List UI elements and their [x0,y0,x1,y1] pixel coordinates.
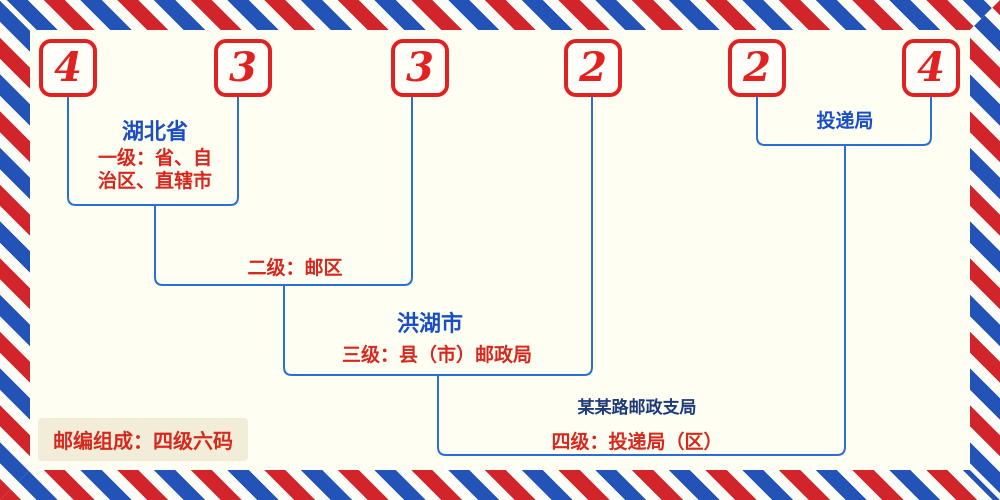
digit-6: 4 [917,44,945,91]
digit-box-6: 4 [902,39,960,97]
digit-5: 2 [743,44,771,91]
digit-1: 4 [54,44,82,91]
airmail-border-top [0,0,1000,30]
digit-box-5: 2 [728,39,786,97]
digit-box-1: 4 [39,39,97,97]
digit-box-4: 2 [564,39,622,97]
level4-branch-name: 某某路邮政支局 [577,398,697,418]
airmail-border-bottom [0,470,1000,500]
level3-label: 三级：县（市）邮政局 [341,344,533,366]
airmail-border-left [0,0,30,500]
digit-2: 3 [229,44,257,91]
digit-box-2: 3 [214,39,272,97]
digit-3: 3 [406,44,434,91]
footer-note: 邮编组成：四级六码 [38,418,248,461]
digit-box-3: 3 [391,39,449,97]
level1-desc-line1: 一级：省、自 [97,147,213,169]
delivery-office-label: 投递局 [816,110,874,132]
level3-city-title: 洪湖市 [396,312,464,337]
level1-province-title: 湖北省 [121,120,189,145]
level1-desc-line2: 治区、直辖市 [97,170,213,192]
level4-label: 四级：投递局（区） [551,431,723,453]
airmail-border-right [970,0,1000,500]
level2-label: 二级：邮区 [247,257,343,279]
digit-4: 2 [579,44,607,91]
